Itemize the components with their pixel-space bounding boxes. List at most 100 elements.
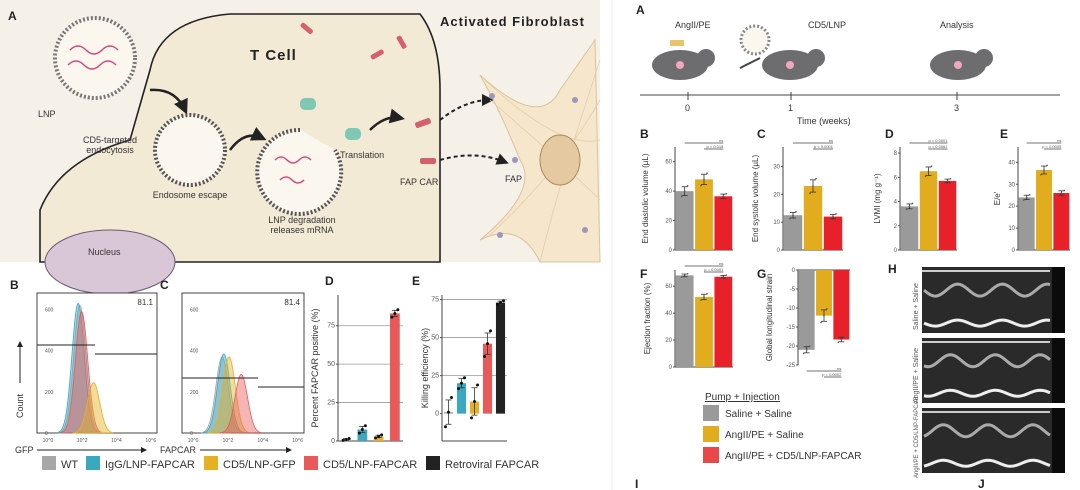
panel-label-h: H bbox=[888, 262, 897, 276]
echo-row-label: AngII/PE + Saline bbox=[913, 348, 920, 403]
y-tick-label: 0 bbox=[669, 365, 673, 371]
significance-label: p = 0.0002 bbox=[822, 372, 842, 377]
panel-label: G bbox=[757, 267, 766, 281]
y-tick-label: 20 bbox=[773, 192, 780, 198]
y-axis-label: End systolic volume (µL) bbox=[751, 155, 760, 243]
y-tick-label: 0 bbox=[331, 438, 335, 445]
bar bbox=[1036, 170, 1052, 250]
significance-label: p = 0.0005 bbox=[1042, 144, 1062, 149]
echo-row-label: AngII/PE + CD5/LNP-FAPCAR bbox=[914, 395, 920, 478]
data-point bbox=[840, 338, 843, 341]
y-tick-label: 10 bbox=[773, 220, 780, 226]
x-tick-label: 10^0 bbox=[43, 438, 54, 444]
data-point bbox=[949, 177, 952, 180]
bar bbox=[675, 275, 694, 367]
y-tick-label: 600 bbox=[190, 307, 199, 313]
panel-label: E bbox=[1000, 127, 1008, 141]
y-tick-label: 200 bbox=[45, 390, 54, 396]
legend-item: CD5/LNP-FAPCAR bbox=[323, 459, 417, 471]
legend-swatch bbox=[86, 456, 100, 470]
data-point bbox=[686, 185, 689, 187]
data-point bbox=[835, 213, 837, 215]
y-tick-label: 75 bbox=[327, 323, 335, 330]
y-tick-label: 10 bbox=[1008, 226, 1015, 232]
x-tick-label: 10^4 bbox=[257, 438, 268, 444]
legend-item: Saline + Saline bbox=[725, 409, 792, 420]
fibroblast-nucleus bbox=[539, 134, 581, 186]
echo-wall bbox=[923, 388, 1051, 398]
significance-label: ns bbox=[1057, 138, 1061, 143]
x-tick-label: 10^6 bbox=[145, 438, 156, 444]
bar bbox=[919, 171, 938, 250]
y-tick-label: 8 bbox=[894, 151, 898, 157]
y-tick-label: 20 bbox=[1008, 204, 1015, 210]
panel-label: B bbox=[10, 278, 19, 292]
panel-label-i: I bbox=[635, 477, 638, 490]
data-point bbox=[680, 195, 683, 198]
y-tick-label: 2 bbox=[894, 224, 898, 230]
bar bbox=[695, 179, 713, 250]
data-point bbox=[1028, 193, 1031, 196]
data-point bbox=[826, 307, 828, 310]
echo-wall bbox=[923, 282, 1051, 298]
data-point bbox=[795, 211, 797, 213]
data-point bbox=[1025, 196, 1028, 199]
car-receptors bbox=[300, 22, 436, 164]
data-point bbox=[457, 387, 460, 391]
panel-label: F bbox=[640, 267, 647, 281]
bar bbox=[482, 343, 493, 414]
echo-wall bbox=[923, 423, 1051, 439]
data-point bbox=[703, 178, 705, 181]
data-point bbox=[447, 410, 450, 414]
data-point bbox=[1040, 173, 1042, 176]
echo-wall bbox=[923, 353, 1051, 369]
panel-label-j: J bbox=[978, 477, 985, 490]
tick-0: 0 bbox=[685, 103, 690, 113]
data-point bbox=[341, 438, 345, 442]
panel-label-a-right: A bbox=[636, 3, 645, 17]
data-point bbox=[444, 425, 447, 429]
echo-scale bbox=[1052, 267, 1065, 333]
data-point bbox=[703, 296, 705, 298]
y-axis-label: Global longitudinal strain bbox=[765, 274, 774, 362]
significance-label: p = 0.0001 bbox=[704, 267, 724, 272]
x-tick-label: 10^0 bbox=[188, 438, 199, 444]
arrow-icon bbox=[229, 126, 267, 151]
plot-frame bbox=[36, 292, 158, 434]
data-point bbox=[805, 349, 808, 351]
significance-label: ns bbox=[837, 366, 841, 371]
data-point bbox=[719, 198, 722, 200]
data-point bbox=[908, 205, 911, 208]
legend-swatch bbox=[703, 405, 719, 421]
y-axis-label: LVMI (mg g⁻¹) bbox=[873, 173, 882, 224]
bar bbox=[456, 383, 467, 414]
data-point bbox=[1022, 199, 1025, 201]
significance-label: ns bbox=[829, 138, 833, 143]
data-point bbox=[812, 185, 814, 187]
bar bbox=[714, 276, 733, 367]
panel-label: B bbox=[640, 127, 649, 141]
data-point bbox=[357, 431, 361, 435]
legend-item: AngII/PE + Saline bbox=[725, 430, 804, 441]
echo-scale bbox=[1052, 408, 1065, 473]
data-point bbox=[502, 299, 505, 303]
significance-label: p = 0.0062 bbox=[928, 144, 948, 149]
echo-panel: H Saline + Saline AngII/PE + Saline AngI… bbox=[888, 262, 1065, 478]
y-axis-label: E/e' bbox=[993, 191, 1002, 205]
dashed-arrow-icon bbox=[439, 94, 494, 121]
data-point bbox=[930, 165, 933, 167]
data-point bbox=[843, 336, 846, 338]
data-point bbox=[377, 434, 381, 438]
degradation-label: LNP degradation releases mRNA bbox=[268, 215, 336, 235]
data-point bbox=[1063, 189, 1066, 192]
legend-item: Retroviral FAPCAR bbox=[445, 459, 539, 471]
fap-car-label: FAP CAR bbox=[400, 177, 439, 187]
data-point bbox=[363, 424, 367, 428]
data-point bbox=[927, 170, 930, 173]
y-tick-label: -15 bbox=[786, 325, 795, 331]
data-point bbox=[1057, 194, 1060, 197]
